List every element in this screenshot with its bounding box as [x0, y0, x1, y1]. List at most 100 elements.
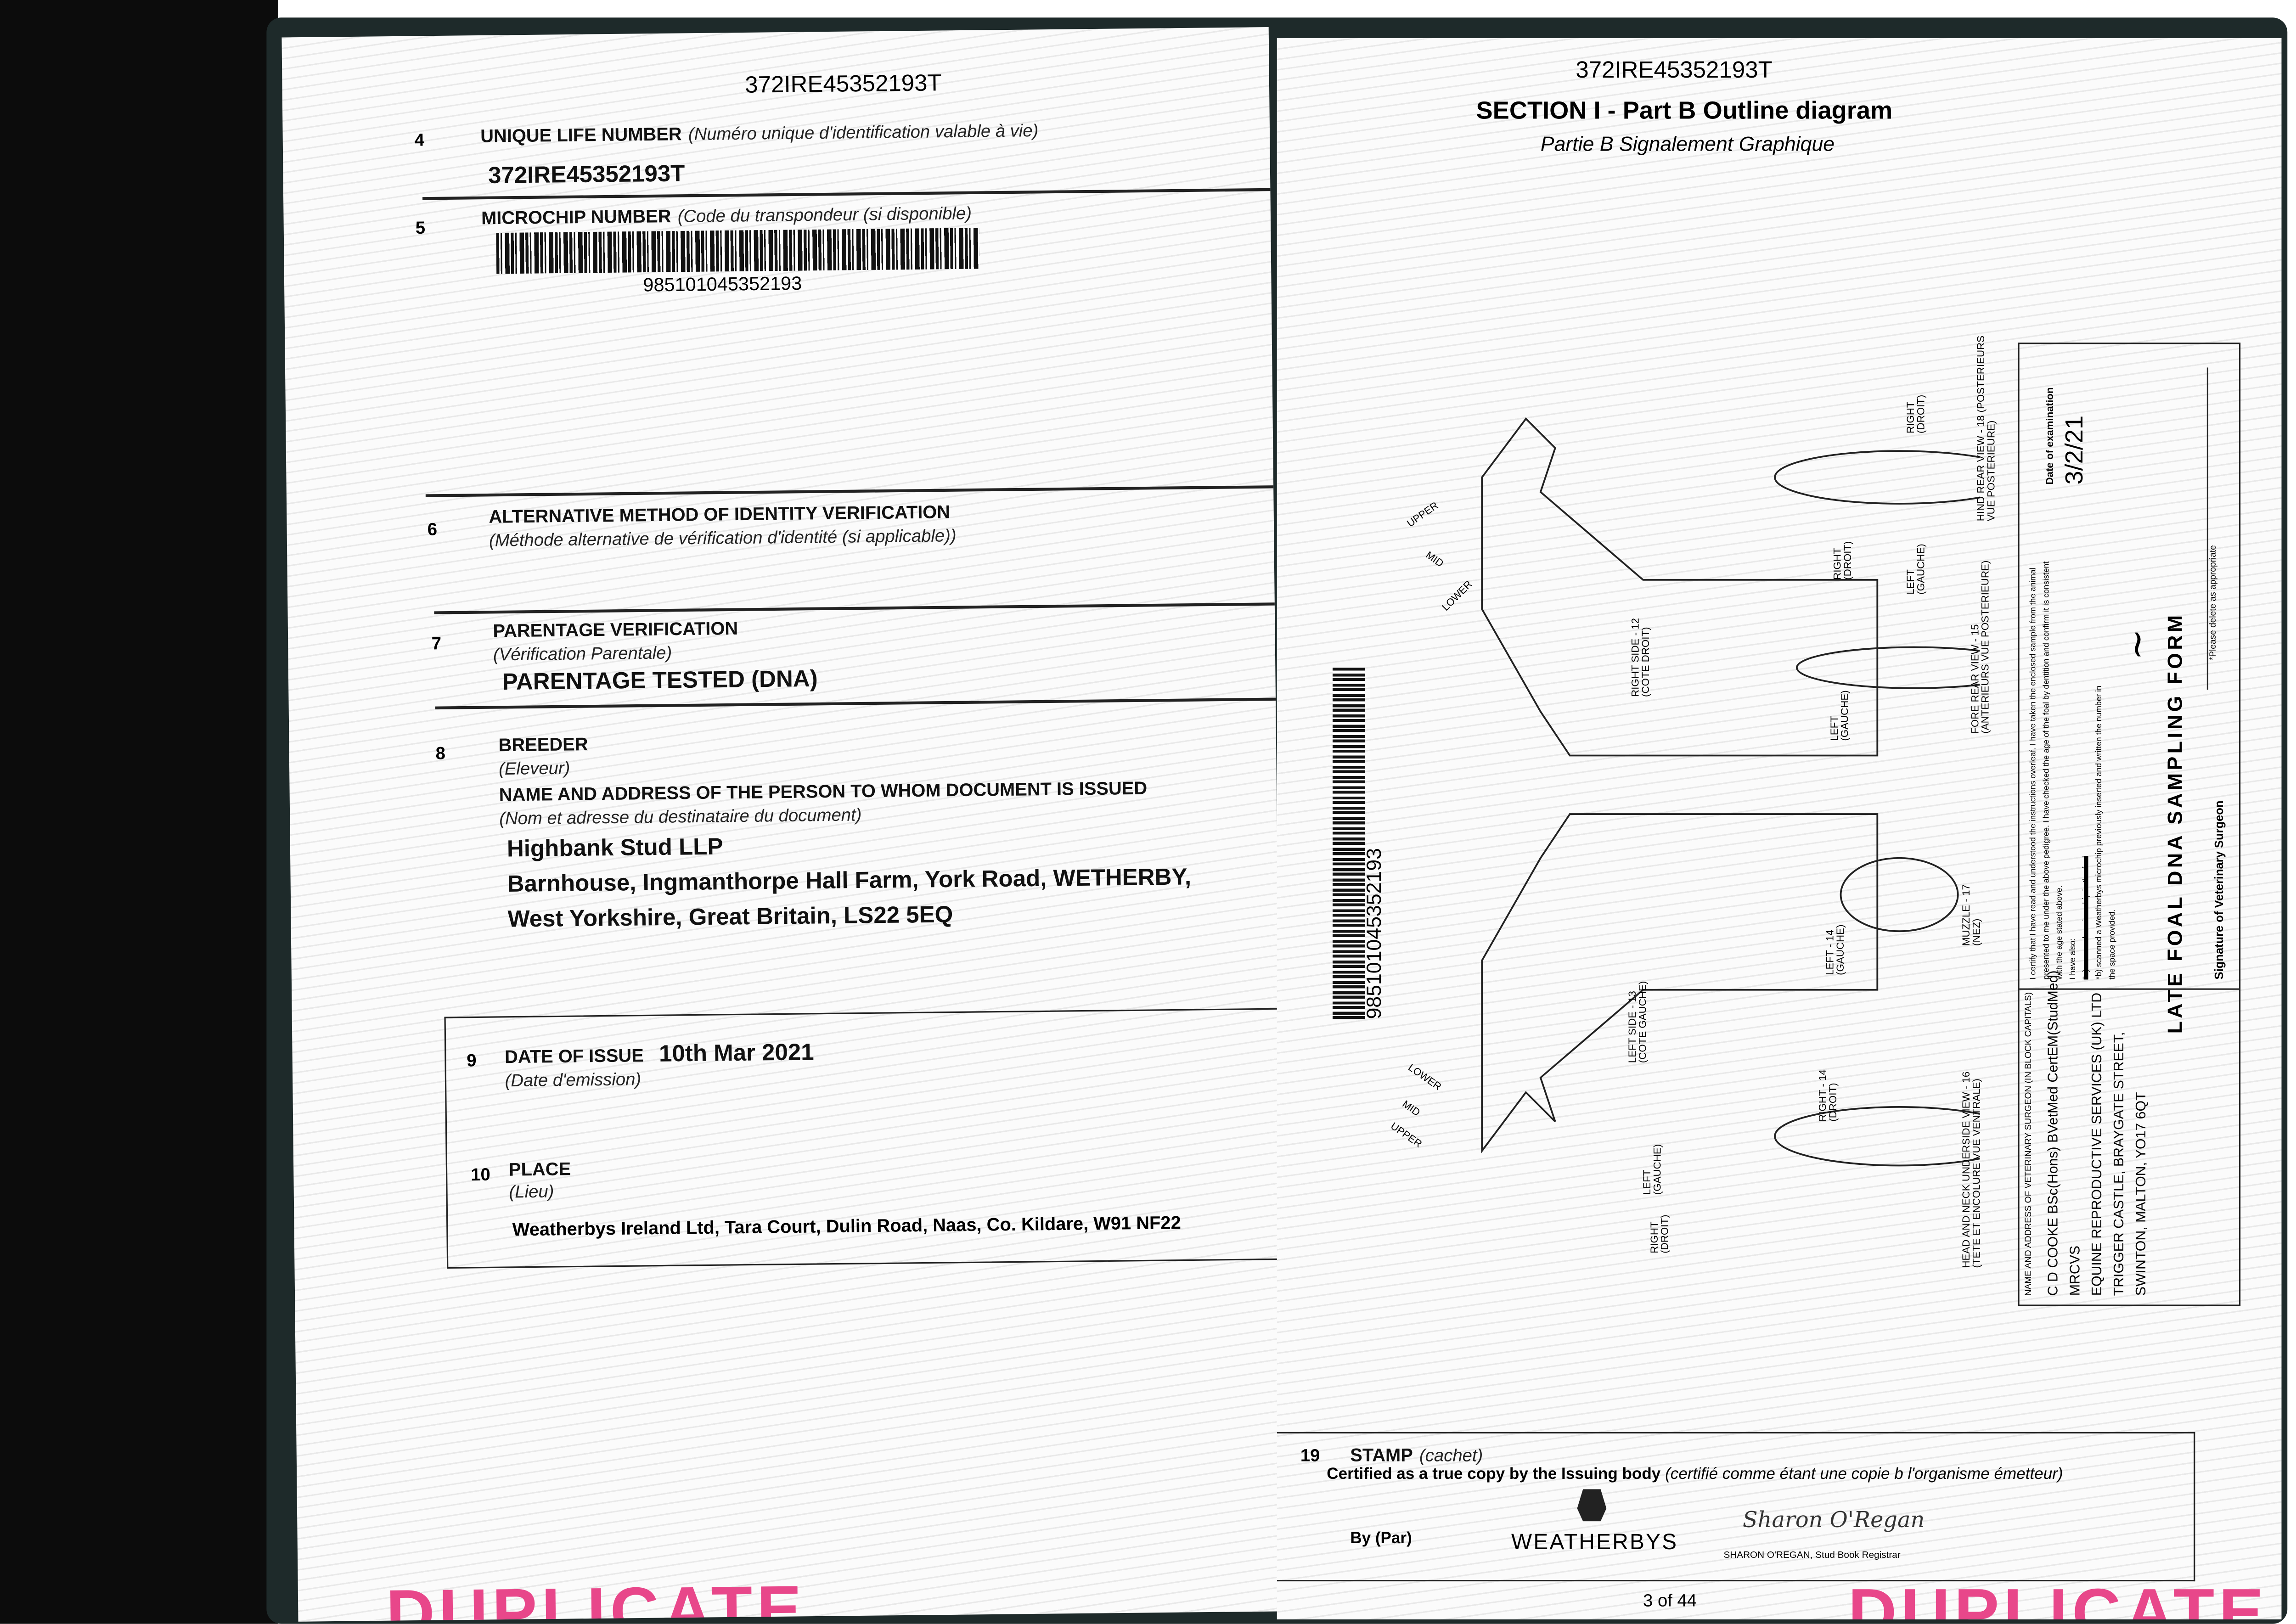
vet-name: C D COOKE BSc(Hons) BVetMed CertEM(StudM… [2046, 970, 2062, 1296]
label-right-side-fr: (COTE DROIT) [1641, 627, 1652, 697]
section-number: 9 [467, 1050, 477, 1071]
label-right: RIGHT [1650, 1221, 1661, 1253]
place-label-fr: (Lieu) [509, 1181, 554, 1203]
microchip-barcode [1332, 668, 1365, 1019]
section-title: SECTION I - Part B Outline diagram [1476, 96, 1893, 125]
horse-left-side-outline [1481, 813, 1879, 1154]
breeder-address-line: West Yorkshire, Great Britain, LS22 5EQ [507, 903, 953, 933]
certify-text: with the age stated above. [2056, 885, 2065, 980]
vet-address-panel: NAME AND ADDRESS OF VETERINARY SURGEON (… [2019, 970, 2239, 1305]
vet-address-line: EQUINE REPRODUCTIVE SERVICES (UK) LTD [2089, 992, 2106, 1296]
horse-hind-rear-view [1774, 450, 1980, 505]
delete-note: *Please delete as appropriate [2210, 545, 2219, 661]
header-id: 372IRE45352193T [745, 71, 942, 99]
parentage-label: PARENTAGE VERIFICATION [493, 618, 738, 642]
label-left: LEFT [1907, 569, 1917, 595]
section-number: 5 [415, 217, 426, 238]
label-fore-rear-fr: (ANTERIEURS VUE POSTERIEURE) [1981, 560, 1992, 734]
divider [435, 697, 1277, 709]
exam-date-label: Date of examination [2046, 387, 2056, 485]
by-label: By (Par) [1350, 1530, 1412, 1548]
microchip-value: 985101045352193 [643, 272, 802, 296]
registrar-name: SHARON O'REGAN, Stud Book Registrar [1723, 1551, 1901, 1561]
horse-outline-diagram [1481, 417, 1980, 1167]
issue-date-label: DATE OF ISSUE [504, 1045, 644, 1068]
label-fore-rear: FORE REAR VIEW - 15 [1971, 624, 1981, 734]
place-label: PLACE [508, 1159, 571, 1180]
label-left-side: LEFT SIDE - 13 [1628, 991, 1639, 1063]
certify-text: presented to me under the above pedigree… [2043, 561, 2052, 980]
scanner-background [0, 0, 278, 1624]
label-muzzle: MUZZLE - 17 [1962, 884, 1973, 946]
label-right-fr: (DROIT) [1843, 541, 1854, 580]
issue-date-value: 10th Mar 2021 [658, 1040, 814, 1068]
weatherbys-logo: WEATHERBYS [1511, 1530, 1678, 1555]
certify-text: I certify that I have read and understoo… [2029, 568, 2039, 980]
breeder-label-fr: (Eleveur) [498, 758, 570, 779]
vet-signature-label: Signature of Veterinary Surgeon [2212, 800, 2226, 980]
stamp-label: STAMP [1350, 1445, 1413, 1466]
exam-date-value: 3/2/21 [2060, 415, 2088, 485]
section-number: 10 [471, 1164, 491, 1185]
header-id: 372IRE45352193T [1576, 58, 1773, 84]
label-right: RIGHT [1907, 401, 1917, 433]
parentage-value: PARENTAGE TESTED (DNA) [502, 667, 818, 696]
issue-date-label-fr: (Date d'emission) [505, 1069, 642, 1091]
certify-option: *b) scanned a Weatherbys microchip previ… [2095, 686, 2105, 980]
label-right-side: RIGHT SIDE - 12 [1631, 618, 1642, 697]
place-value: Weatherbys Ireland Ltd, Tara Court, Duli… [512, 1213, 1181, 1240]
recipient-label: NAME AND ADDRESS OF THE PERSON TO WHOM D… [499, 778, 1148, 806]
right-page: 372IRE45352193T SECTION I - Part B Outli… [1277, 38, 2282, 1620]
microchip-barcode [496, 228, 980, 274]
section-number: 4 [414, 129, 425, 151]
breeder-label: BREEDER [498, 734, 588, 756]
label-right: RIGHT [1833, 548, 1844, 580]
label-left-fr: (GAUCHE) [1917, 544, 1927, 595]
horse-top-view [1840, 857, 1959, 933]
uln-value: 372IRE45352193T [488, 162, 685, 189]
section-number: 8 [435, 743, 446, 764]
vet-certification-box: NAME AND ADDRESS OF VETERINARY SURGEON (… [2018, 343, 2241, 1306]
label-hind-rear-fr: VUE POSTERIEURE) [1987, 420, 1998, 522]
weatherbys-crest-icon [1577, 1489, 1607, 1522]
parentage-label-fr: (Vérification Parentale) [493, 642, 672, 665]
microchip-label: MICROCHIP NUMBER [481, 206, 671, 229]
page-number: 3 of 44 [1643, 1590, 1697, 1611]
vet-signature: ~ [2116, 628, 2160, 661]
issue-box: 9 DATE OF ISSUE 10th Mar 2021 (Date d'em… [444, 1008, 1285, 1269]
barcode-number: 985101045352193 [1362, 848, 1385, 1019]
label-hind-rear: HIND REAR VIEW - 18 (POSTERIEURS [1977, 335, 1987, 522]
vet-qualification: MRCVS [2067, 1245, 2084, 1296]
left-page: 372IRE45352193T 4 UNIQUE LIFE NUMBER (Nu… [281, 27, 1285, 1622]
certify-text: I have also: [2069, 938, 2078, 980]
label-left-14-fr: (GAUCHE) [1836, 924, 1847, 975]
label-right-fr: (DROIT) [1660, 1214, 1671, 1253]
duplicate-watermark: DUPLICATE [385, 1571, 807, 1622]
recipient-label-fr: (Nom et adresse du destinataire du docum… [499, 804, 862, 829]
certified-text-fr: (certifié comme étant une copie b l'orga… [1665, 1466, 2063, 1484]
duplicate-watermark: DUPLICATE [1848, 1574, 2268, 1620]
label-muzzle-fr: (NEZ) [1972, 918, 1983, 946]
certified-text: Certified as a true copy by the Issuing … [1327, 1466, 1661, 1484]
label-head-view: HEAD AND NECK UNDERSIDE VIEW - 16 [1962, 1071, 1973, 1268]
microchip-label-fr: (Code du transpondeur (si disponible) [677, 203, 972, 227]
registrar-signature: Sharon O'Regan [1742, 1506, 1925, 1533]
divider [425, 485, 1275, 497]
label-left-14: LEFT - 14 [1826, 930, 1837, 975]
section-number: 19 [1300, 1445, 1320, 1466]
certify-option-struck: *a) scanned a microchip in the foal [2082, 856, 2091, 980]
breeder-address-line: Barnhouse, Ingmanthorpe Hall Farm, York … [507, 865, 1192, 898]
uln-label-fr: (Numéro unique d'identification valable … [688, 120, 1039, 145]
vet-name-label: NAME AND ADDRESS OF VETERINARY SURGEON (… [2025, 992, 2034, 1296]
uln-label: UNIQUE LIFE NUMBER [480, 124, 682, 147]
label-right-14: RIGHT - 14 [1818, 1069, 1829, 1122]
label-right-14-fr: (DROIT) [1829, 1083, 1840, 1122]
certify-text: the space provided. [2109, 909, 2118, 980]
section-number: 7 [431, 633, 442, 654]
label-left-fr: (GAUCHE) [1840, 690, 1851, 741]
breeder-name: Highbank Stud LLP [506, 835, 723, 863]
label-left: LEFT [1643, 1169, 1654, 1195]
label-left: LEFT [1830, 716, 1841, 741]
alt-method-label: ALTERNATIVE METHOD OF IDENTITY VERIFICAT… [489, 502, 951, 528]
